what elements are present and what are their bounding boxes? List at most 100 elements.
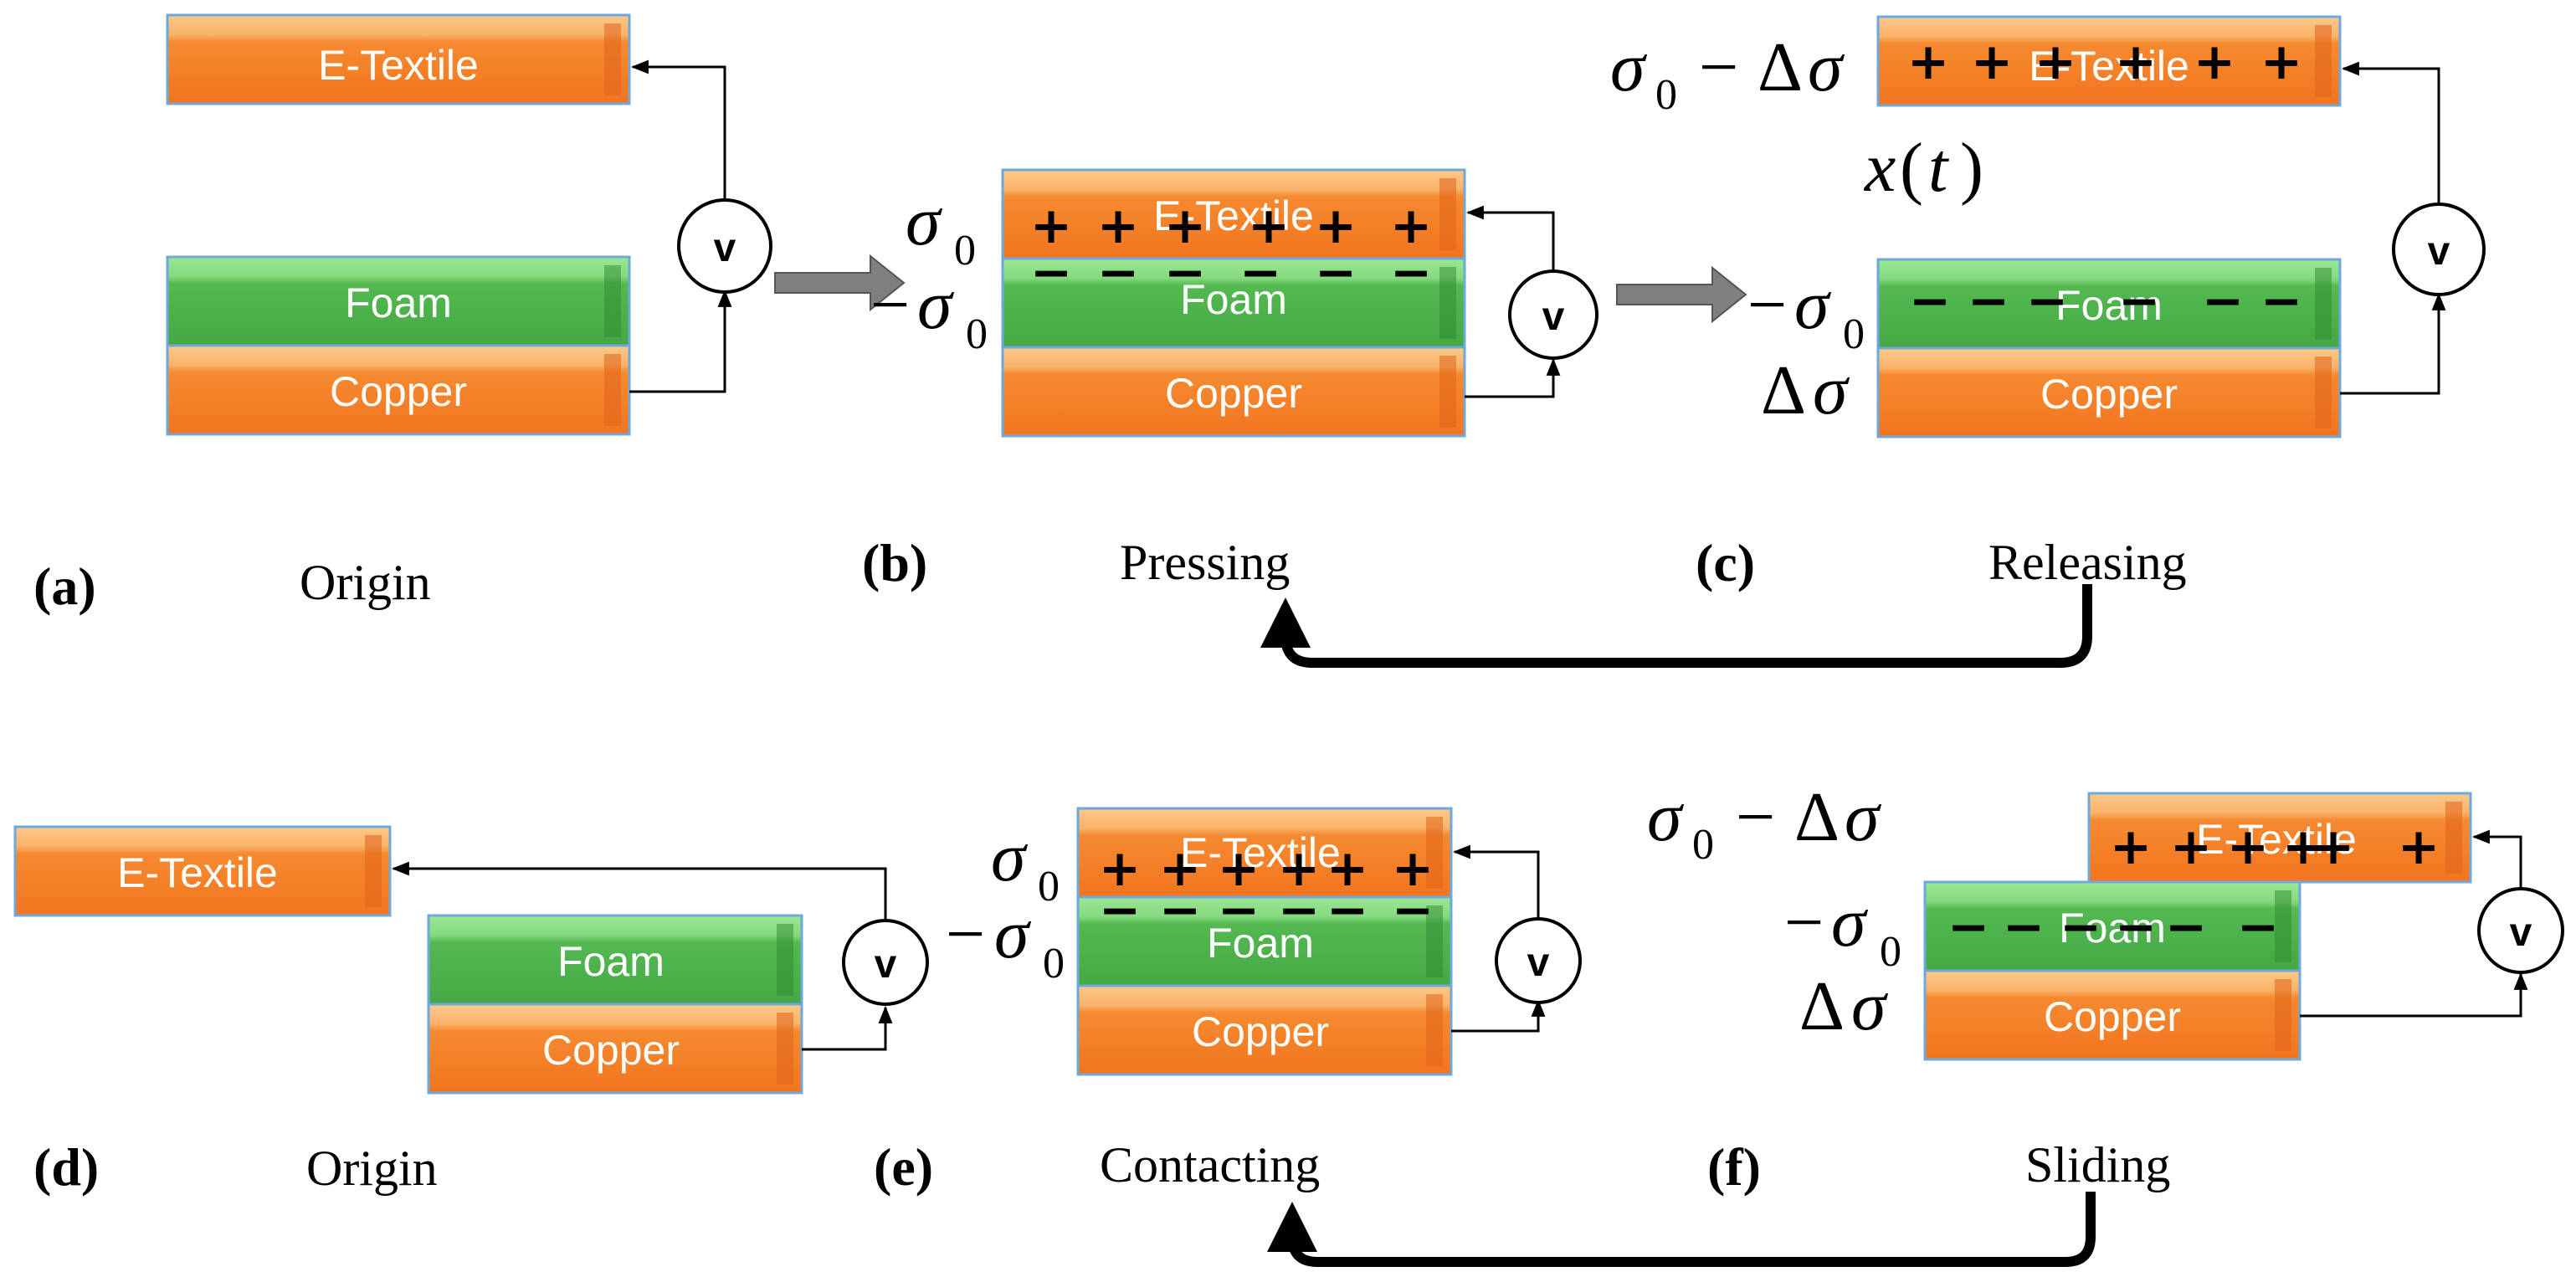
- wire-bottom: [1451, 998, 1546, 1033]
- negative-charges: − − − − − −: [1099, 881, 1434, 940]
- stage-label-f: Sliding: [2025, 1137, 2170, 1192]
- svg-text:σ: σ: [1808, 28, 1845, 106]
- panel-b: E-Textile Foam Copper + + + + + + − − − …: [870, 168, 1598, 438]
- wire-top: [2341, 61, 2440, 204]
- stage-label-e: Contacting: [1100, 1137, 1320, 1192]
- etextile-label: E-Textile: [1153, 192, 1314, 239]
- svg-text:−: −: [1326, 881, 1368, 940]
- svg-text:0: 0: [954, 227, 976, 274]
- foam-label: Foam: [1207, 920, 1314, 967]
- panel-letter-b: (b): [862, 533, 927, 592]
- positive-charges: + + + + + +: [1907, 33, 2302, 91]
- panel-letter-e: (e): [874, 1137, 933, 1197]
- svg-text:+: +: [1392, 839, 1434, 898]
- svg-text:+: +: [1159, 839, 1201, 898]
- sigma0-minus-delta-sigma-label: σ 0 − Δ σ: [1647, 778, 1882, 869]
- etextile-label: E-Textile: [318, 42, 479, 89]
- svg-text:+: +: [1164, 197, 1206, 255]
- svg-text:(: (: [1900, 129, 1923, 207]
- svg-text:−: −: [2165, 898, 2207, 956]
- etextile-label: E-Textile: [2196, 816, 2357, 863]
- svg-text:Δ: Δ: [1758, 28, 1803, 106]
- neg-sigma0-label: − σ 0: [1747, 266, 1865, 358]
- svg-text:−: −: [1392, 881, 1434, 940]
- sigma0-minus-delta-sigma-label: σ 0 − Δ σ: [1610, 28, 1845, 119]
- process-arrow-ab: [774, 254, 906, 312]
- svg-text:+: +: [2194, 33, 2235, 91]
- svg-text:σ: σ: [1845, 778, 1882, 856]
- copper-label: Copper: [2040, 371, 2178, 418]
- etextile-block: E-Textile: [166, 13, 631, 105]
- svg-text:σ: σ: [917, 266, 955, 344]
- svg-text:0: 0: [1692, 821, 1714, 869]
- panel-e: E-Textile Foam Copper + + + + + + − − − …: [946, 807, 1582, 1076]
- svg-text:+: +: [1278, 839, 1320, 898]
- svg-text:−: −: [1239, 244, 1281, 302]
- voltmeter-label: v: [714, 226, 736, 270]
- wire-bottom: [1465, 357, 1561, 398]
- copper-block: Copper: [1876, 346, 2342, 438]
- svg-text:+: +: [1907, 33, 1949, 91]
- etextile-label: E-Textile: [1180, 829, 1341, 876]
- svg-text:+: +: [2398, 818, 2440, 876]
- x-of-t-label: x ( t ): [1863, 129, 1983, 207]
- svg-text:+: +: [2115, 33, 2157, 91]
- svg-text:−: −: [1968, 272, 2009, 331]
- voltmeter-label: v: [1527, 941, 1550, 985]
- svg-text:−: −: [1218, 881, 1260, 940]
- copper-label: Copper: [1165, 370, 1302, 417]
- svg-text:−: −: [1390, 244, 1432, 302]
- panel-d: E-Textile Foam Copper v: [13, 825, 929, 1095]
- voltmeter: v: [842, 919, 929, 1006]
- positive-charges: + + + + + +: [2110, 818, 2440, 876]
- stage-label-c: Releasing: [1988, 535, 2187, 590]
- wire-bottom: [629, 289, 732, 393]
- svg-text:−: −: [2202, 272, 2244, 331]
- foam-block: Foam: [166, 255, 631, 347]
- svg-text:−: −: [1699, 28, 1738, 106]
- svg-text:−: −: [1030, 244, 1072, 302]
- voltmeter: v: [677, 198, 772, 294]
- etextile-block: E-Textile: [1076, 807, 1453, 899]
- svg-text:−: −: [870, 266, 910, 344]
- svg-text:−: −: [2237, 898, 2279, 956]
- svg-text:−: −: [2003, 898, 2045, 956]
- process-arrow-bc: [1616, 265, 1747, 324]
- foam-label: Foam: [345, 280, 452, 326]
- svg-text:): ): [1960, 129, 1983, 207]
- etextile-label: E-Textile: [2029, 43, 2189, 90]
- foam-block: Foam: [427, 914, 803, 1006]
- svg-text:0: 0: [1843, 310, 1865, 358]
- panel-letter-f: (f): [1707, 1137, 1761, 1197]
- svg-text:+: +: [2035, 33, 2076, 91]
- svg-text:σ: σ: [1831, 884, 1869, 962]
- svg-text:0: 0: [1038, 863, 1060, 910]
- foam-label: Foam: [2055, 282, 2163, 329]
- svg-text:σ: σ: [994, 895, 1032, 973]
- svg-text:σ: σ: [1813, 351, 1850, 429]
- svg-text:0: 0: [1880, 928, 1901, 976]
- svg-text:−: −: [2026, 272, 2068, 331]
- svg-text:−: −: [1278, 881, 1320, 940]
- svg-text:+: +: [1030, 197, 1072, 255]
- svg-text:+: +: [2312, 818, 2354, 876]
- wire-top: [391, 861, 887, 921]
- negative-charges: − − − − − −: [1030, 244, 1432, 302]
- svg-text:−: −: [1315, 244, 1357, 302]
- copper-block: Copper: [1076, 984, 1453, 1076]
- neg-sigma0-label: − σ 0: [1784, 884, 1901, 976]
- delta-sigma-label: Δ σ: [1761, 351, 1850, 429]
- svg-text:+: +: [2170, 818, 2212, 876]
- svg-text:−: −: [2118, 272, 2160, 331]
- copper-block: Copper: [427, 1003, 803, 1095]
- foam-label: Foam: [557, 938, 665, 985]
- wire-top: [2471, 829, 2522, 887]
- stage-label-d: Origin: [306, 1141, 438, 1196]
- svg-text:0: 0: [966, 310, 988, 358]
- svg-text:σ: σ: [906, 182, 943, 260]
- negative-charges: − − − − − −: [1947, 898, 2279, 956]
- svg-text:−: −: [1159, 881, 1201, 940]
- svg-text:Δ: Δ: [1761, 351, 1806, 429]
- voltmeter: v: [2477, 887, 2564, 974]
